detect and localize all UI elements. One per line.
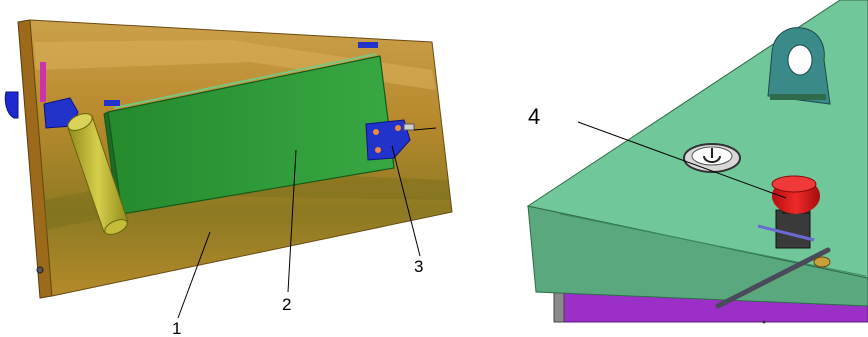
handle-end-bottom <box>104 219 128 235</box>
leader-2 <box>287 149 297 293</box>
marker-dot <box>762 320 766 324</box>
board-rail <box>113 53 377 109</box>
lever-rod <box>715 247 831 309</box>
leader-4 <box>577 121 787 199</box>
door-panel-assembly <box>4 19 453 299</box>
lifting-eye-slot <box>770 94 826 100</box>
top-tab <box>358 42 378 48</box>
callout-4: 4 <box>528 104 540 129</box>
callout-1: 1 <box>172 319 181 337</box>
button-base <box>775 209 811 249</box>
hinge-hole-3 <box>395 125 401 131</box>
left-hinge <box>4 91 19 119</box>
leader-panel <box>413 127 437 131</box>
hinge-hole-1 <box>373 129 379 135</box>
lifting-eye-hole <box>787 44 813 76</box>
leader-3 <box>391 145 421 257</box>
edge-bracket <box>40 62 46 102</box>
leader-1 <box>177 231 211 319</box>
button-cap-top <box>771 175 817 193</box>
screw <box>36 266 44 274</box>
nut <box>813 256 831 268</box>
handle-end-top <box>67 113 93 131</box>
hinge-hole-2 <box>375 147 381 153</box>
top-seam <box>559 213 867 277</box>
shaft <box>757 224 815 242</box>
power-symbol <box>703 148 721 163</box>
cabinet-assembly <box>526 0 868 323</box>
board-clip <box>104 100 120 106</box>
hinge-pin <box>403 123 415 131</box>
callout-2: 2 <box>282 295 291 314</box>
callout-3: 3 <box>414 257 423 276</box>
panel-reflection-top <box>34 40 436 90</box>
